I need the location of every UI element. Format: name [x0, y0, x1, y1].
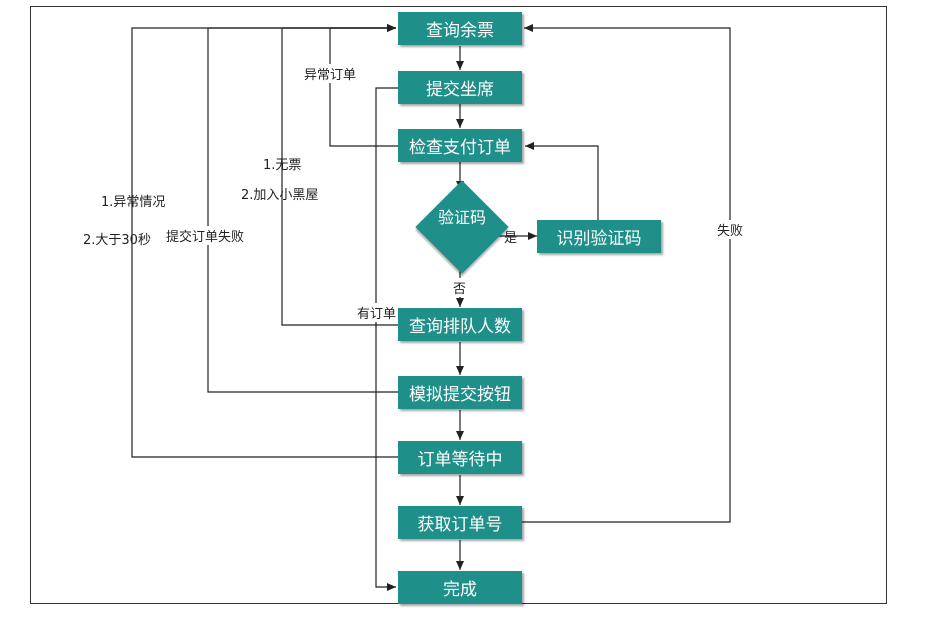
node-submit-seat: 提交坐席 — [398, 71, 522, 104]
label-no: 否 — [452, 278, 468, 297]
node-decision-label: 验证码 — [437, 208, 486, 227]
node-order-waiting: 订单等待中 — [398, 441, 522, 474]
node-recognize-captcha: 识别验证码 — [537, 220, 661, 253]
label-failed: 失败 — [716, 220, 745, 239]
node-query-tickets: 查询余票 — [398, 12, 522, 45]
label-no-ticket: 1.无票 — [263, 158, 302, 173]
label-blacklist: 2.加入小黑屋 — [241, 188, 319, 203]
arrow-check-abnormal — [329, 24, 398, 147]
node-check-order: 检查支付订单 — [398, 129, 522, 162]
label-submit-failed: 提交订单失败 — [165, 226, 246, 245]
node-query-queue: 查询排队人数 — [398, 308, 522, 341]
node-done: 完成 — [398, 571, 522, 604]
label-abnormal-case: 1.异常情况 — [101, 195, 166, 210]
label-has-order: 有订单 — [356, 303, 398, 322]
label-abnormal-order: 异常订单 — [303, 64, 358, 83]
node-simulate-submit: 模拟提交按钮 — [398, 376, 522, 409]
label-over-30s: 2.大于30秒 — [83, 233, 151, 248]
node-get-order-number: 获取订单号 — [398, 506, 522, 539]
arrow-waiting-back — [131, 24, 398, 458]
arrow-submit-to-done — [375, 87, 398, 591]
label-yes: 是 — [504, 231, 518, 246]
arrow-orderno-failed — [522, 24, 731, 523]
arrow-recognize-to-check — [525, 142, 599, 220]
